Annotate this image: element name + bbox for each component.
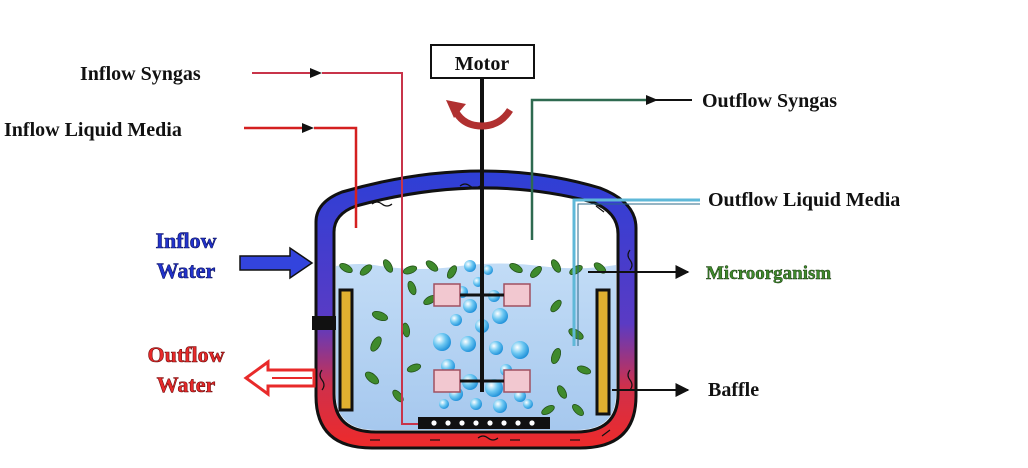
rotation-arrow-icon (446, 100, 513, 130)
microorganisms (339, 259, 607, 416)
outflow-liquid-media-line (572, 198, 700, 346)
baffle-right (595, 288, 611, 416)
inflow-water-label-line2: Water (157, 258, 216, 283)
flow-indicators (319, 183, 633, 441)
outflow-water-label-line1: Outflow (148, 342, 225, 367)
motor-label: Motor (455, 53, 510, 75)
motor-box (430, 44, 535, 79)
gas-bubbles (433, 260, 533, 413)
inflow-liquid-media-line (244, 123, 358, 228)
inflow-liquid-media-label: Inflow Liquid Media (4, 119, 182, 141)
microorganism-label: Microorganism (706, 263, 831, 284)
outflow-syngas-line (530, 95, 692, 240)
outflow-water-arrow-icon (243, 359, 316, 397)
sparger (418, 417, 550, 429)
liquid-media (336, 263, 616, 430)
outflow-syngas-label: Outflow Syngas (702, 90, 837, 112)
outflow-liquid-media-label: Outflow Liquid Media (708, 189, 900, 211)
inflow-water-label-line1: Inflow (155, 228, 216, 253)
outflow-water-label-line2: Water (157, 372, 216, 397)
impeller-upper (433, 283, 531, 307)
jacket-separator (312, 316, 336, 330)
baffle-label: Baffle (708, 379, 759, 401)
inflow-syngas-label: Inflow Syngas (80, 63, 201, 85)
inflow-syngas-line (252, 68, 418, 425)
baffle-left (338, 288, 354, 412)
inflow-water-arrow-icon (239, 246, 314, 280)
